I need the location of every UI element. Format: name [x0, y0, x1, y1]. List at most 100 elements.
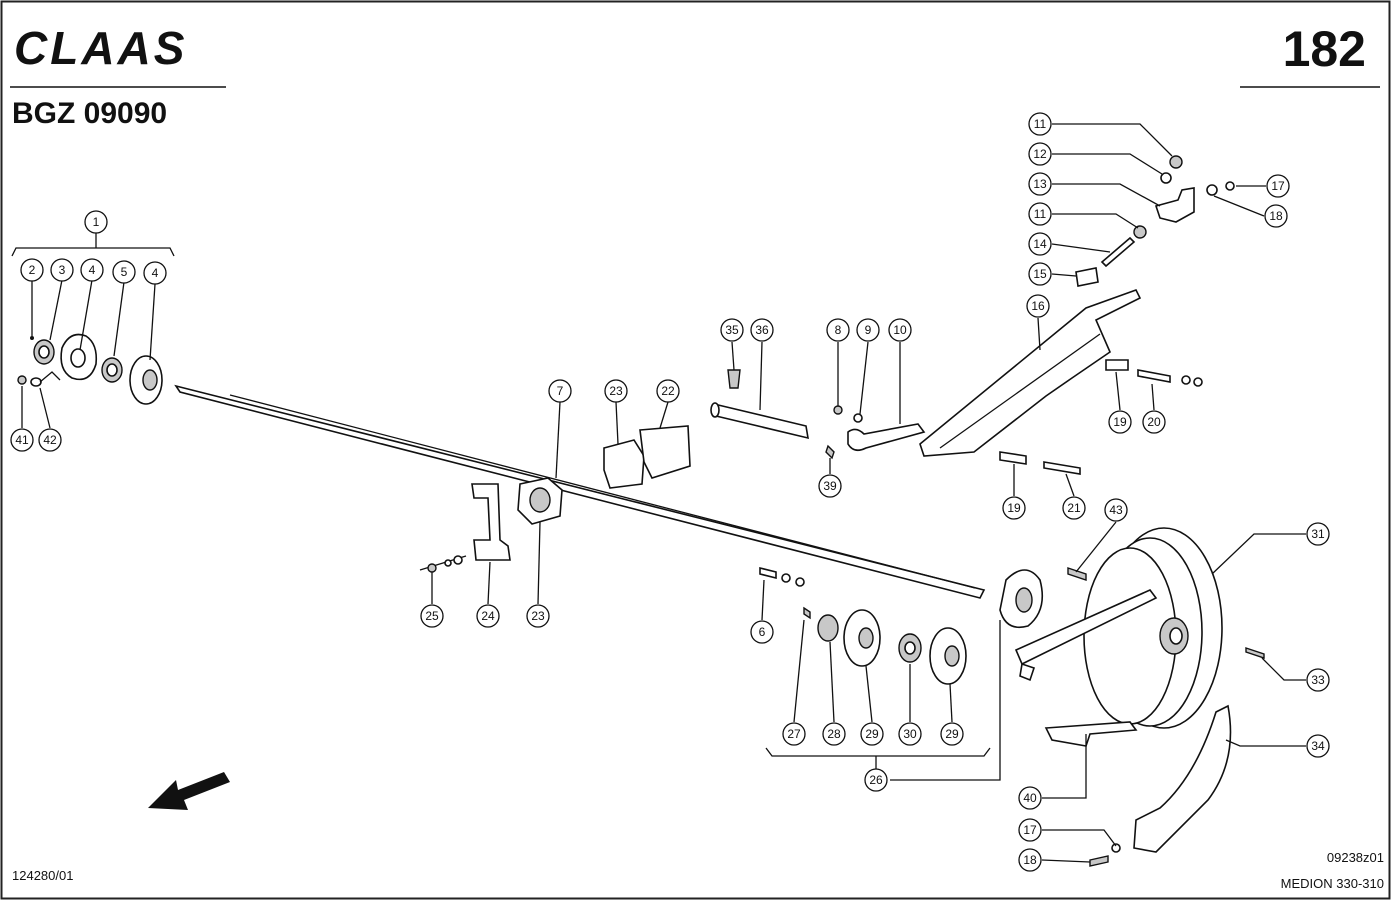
callout-41[interactable]: 41	[10, 428, 34, 452]
callout-40[interactable]: 40	[1018, 786, 1042, 810]
svg-text:17: 17	[1271, 179, 1285, 193]
svg-text:8: 8	[835, 323, 842, 337]
callout-17a[interactable]: 17	[1266, 174, 1290, 198]
upper-bracket	[1100, 155, 1235, 268]
callout-39[interactable]: 39	[818, 474, 842, 498]
callout-27[interactable]: 27	[782, 722, 806, 746]
callout-25[interactable]: 25	[420, 604, 444, 628]
callout-35[interactable]: 35	[720, 318, 744, 342]
callout-26[interactable]: 26	[864, 768, 888, 792]
callout-6[interactable]: 6	[750, 620, 774, 644]
svg-text:23: 23	[531, 609, 545, 623]
callout-28[interactable]: 28	[822, 722, 846, 746]
doc-ref-left: 124280/01	[12, 868, 73, 883]
callout-15[interactable]: 15	[1028, 262, 1052, 286]
svg-text:20: 20	[1147, 415, 1161, 429]
guard-plate	[1089, 704, 1232, 867]
svg-text:3: 3	[59, 263, 66, 277]
leader-lines	[21, 123, 1306, 863]
callout-11a[interactable]: 11	[1028, 112, 1052, 136]
callout-19a[interactable]: 19	[1108, 410, 1132, 434]
callout-18b[interactable]: 18	[1018, 848, 1042, 872]
svg-text:7: 7	[557, 384, 564, 398]
callout-13[interactable]: 13	[1028, 172, 1052, 196]
callout-8[interactable]: 8	[826, 318, 850, 342]
callout-23a[interactable]: 23	[604, 379, 628, 403]
svg-text:22: 22	[661, 384, 675, 398]
svg-text:43: 43	[1109, 503, 1123, 517]
svg-text:33: 33	[1311, 673, 1325, 687]
callout-22[interactable]: 22	[656, 379, 680, 403]
callout-1[interactable]: 1	[84, 210, 108, 234]
svg-text:18: 18	[1269, 209, 1283, 223]
svg-text:13: 13	[1033, 177, 1047, 191]
svg-text:23: 23	[609, 384, 623, 398]
callout-11b[interactable]: 11	[1028, 202, 1052, 226]
callout-42[interactable]: 42	[38, 428, 62, 452]
callout-4a[interactable]: 4	[80, 258, 104, 282]
svg-text:40: 40	[1023, 791, 1037, 805]
callout-14[interactable]: 14	[1028, 232, 1052, 256]
callout-23b[interactable]: 23	[526, 604, 550, 628]
callout-29b[interactable]: 29	[940, 722, 964, 746]
group-1-bracket	[11, 247, 175, 257]
svg-text:4: 4	[152, 266, 159, 280]
callout-7[interactable]: 7	[548, 379, 572, 403]
svg-text:2: 2	[29, 263, 36, 277]
model-name: MEDION 330-310	[1281, 876, 1384, 891]
callout-33[interactable]: 33	[1306, 668, 1330, 692]
callout-29a[interactable]: 29	[860, 722, 884, 746]
svg-text:19: 19	[1113, 415, 1127, 429]
callout-2[interactable]: 2	[20, 258, 44, 282]
svg-text:21: 21	[1067, 501, 1081, 515]
group-26-bracket	[765, 747, 991, 757]
callout-5[interactable]: 5	[112, 260, 136, 284]
svg-text:42: 42	[43, 433, 57, 447]
svg-text:18: 18	[1023, 853, 1037, 867]
bearing-block-lower	[517, 477, 563, 525]
callout-19b[interactable]: 19	[1002, 496, 1026, 520]
svg-text:17: 17	[1023, 823, 1037, 837]
svg-text:19: 19	[1007, 501, 1021, 515]
callout-4b[interactable]: 4	[143, 261, 167, 285]
svg-text:10: 10	[893, 323, 907, 337]
callout-21[interactable]: 21	[1062, 496, 1086, 520]
svg-text:11: 11	[1034, 207, 1047, 221]
svg-text:11: 11	[1034, 117, 1047, 131]
drawing-id: 09238z01	[1327, 850, 1384, 865]
svg-text:14: 14	[1033, 237, 1047, 251]
svg-text:30: 30	[903, 727, 917, 741]
callout-16[interactable]: 16	[1026, 294, 1050, 318]
callout-34[interactable]: 34	[1306, 734, 1330, 758]
svg-text:35: 35	[725, 323, 739, 337]
svg-text:28: 28	[827, 727, 841, 741]
lever-arm	[919, 267, 1203, 475]
svg-text:29: 29	[865, 727, 879, 741]
callout-24[interactable]: 24	[476, 604, 500, 628]
callout-3[interactable]: 3	[50, 258, 74, 282]
callout-17b[interactable]: 17	[1018, 818, 1042, 842]
callout-9[interactable]: 9	[856, 318, 880, 342]
support-rail	[1044, 721, 1138, 747]
svg-text:6: 6	[759, 625, 766, 639]
svg-text:27: 27	[787, 727, 801, 741]
group-code: BGZ 09090	[12, 97, 167, 130]
callout-43[interactable]: 43	[1104, 498, 1128, 522]
mounting-bracket	[419, 483, 511, 573]
flange-disc	[999, 569, 1044, 629]
callout-10[interactable]: 10	[888, 318, 912, 342]
callout-20[interactable]: 20	[1142, 410, 1166, 434]
callout-30[interactable]: 30	[898, 722, 922, 746]
svg-text:34: 34	[1311, 739, 1325, 753]
callout-18a[interactable]: 18	[1264, 204, 1288, 228]
callout-31[interactable]: 31	[1306, 522, 1330, 546]
right-bearing-assembly	[759, 566, 967, 685]
callout-36[interactable]: 36	[750, 318, 774, 342]
svg-text:29: 29	[945, 727, 959, 741]
svg-text:12: 12	[1033, 147, 1047, 161]
callout-12[interactable]: 12	[1028, 142, 1052, 166]
svg-text:16: 16	[1031, 299, 1045, 313]
svg-text:31: 31	[1311, 527, 1325, 541]
